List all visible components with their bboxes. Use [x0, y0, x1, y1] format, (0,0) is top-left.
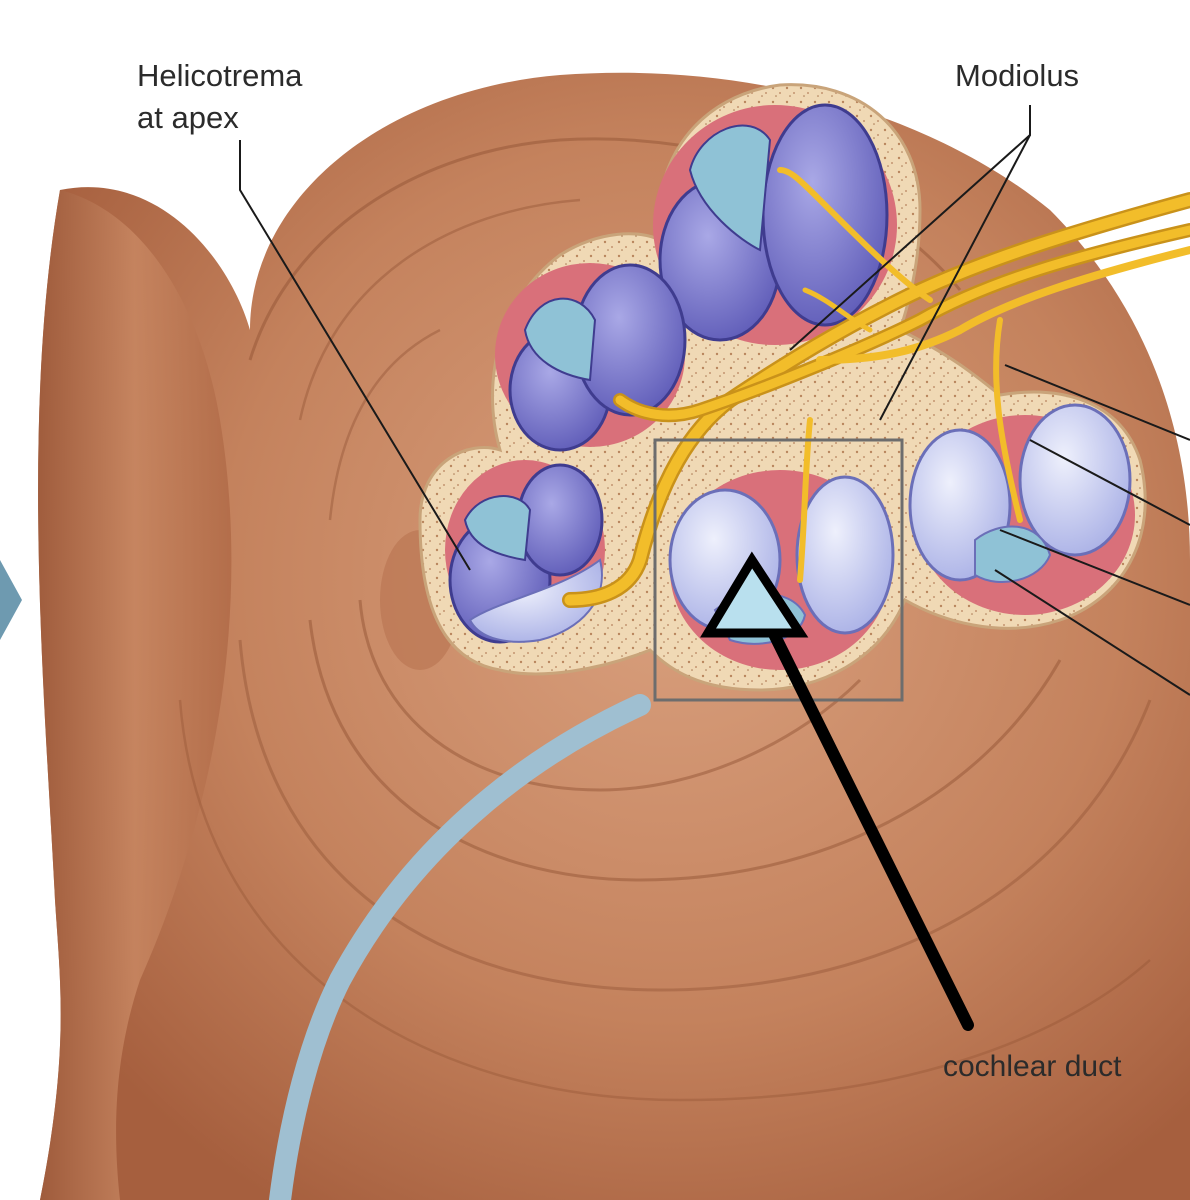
cochlear-turn-middle: [495, 263, 687, 452]
leader-lines: [239, 105, 1190, 696]
cochlear-turn-lower-left: [445, 460, 605, 644]
cochlear-duct-pointer-arrow: [700, 551, 974, 1031]
cochlear-nerve: [562, 167, 1190, 608]
cochlear-turn-top: [653, 103, 897, 345]
vestibular-tube: [269, 694, 651, 1200]
highlight-box: [653, 438, 904, 702]
label-at-apex: at apex: [137, 100, 239, 135]
cochlear-turn-right: [908, 403, 1135, 615]
edge-fragment: [0, 560, 22, 640]
label-cochlear-duct: cochlear duct: [943, 1050, 1122, 1083]
label-helicotrema: Helicotrema: [137, 58, 303, 93]
label-modiolus: Modiolus: [955, 58, 1079, 93]
